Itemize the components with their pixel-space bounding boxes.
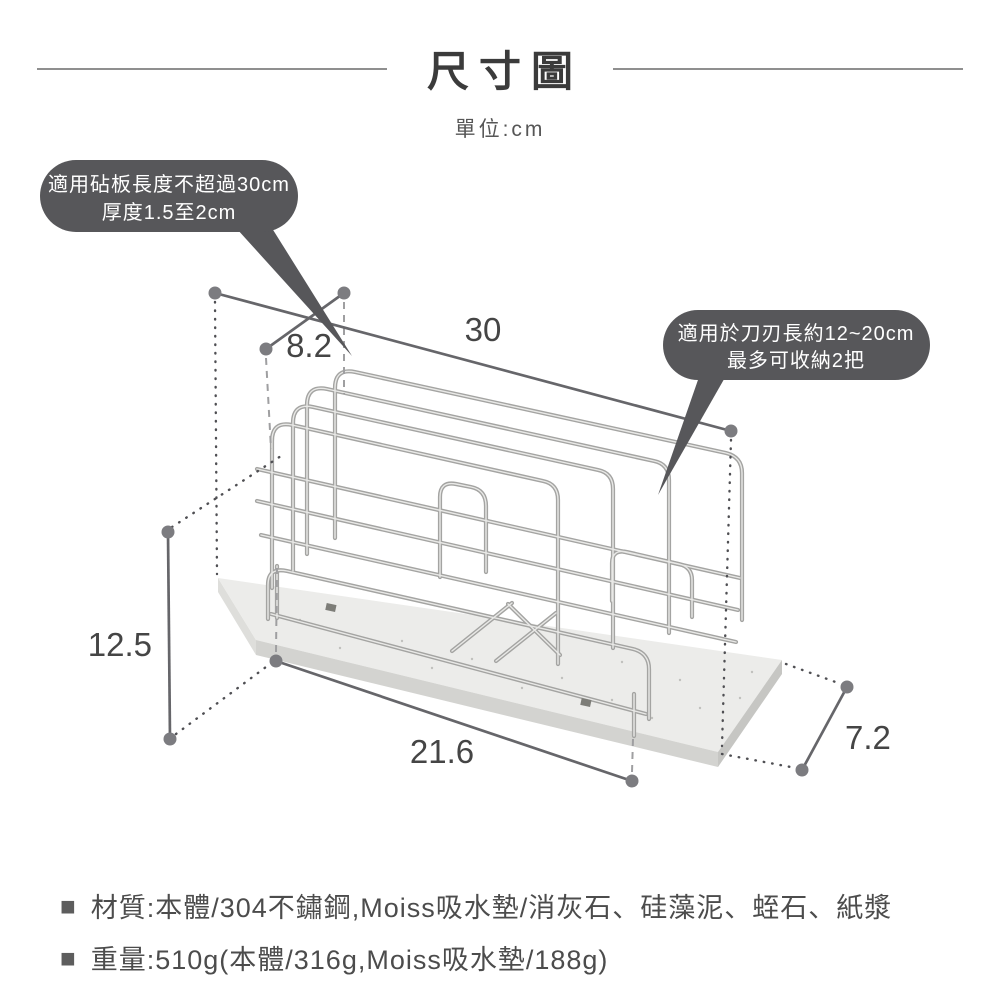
stone-pad-top-face <box>218 578 782 752</box>
dim-dot <box>840 680 854 694</box>
dim-dot <box>163 732 177 746</box>
dim-line-depth <box>265 291 345 351</box>
title-rule-right <box>613 67 963 70</box>
guide-dotted-base-depth-top <box>784 662 843 686</box>
dim-dot <box>724 424 738 438</box>
callout-board-line2: 厚度1.5至2cm <box>102 201 237 224</box>
dim-label-rack-width: 21.6 <box>410 733 474 770</box>
spec-bullet-material: ■ <box>60 890 76 921</box>
dim-label-depth: 8.2 <box>286 327 332 364</box>
dim-line-length <box>214 291 732 433</box>
stone-pad-front-face <box>256 640 718 767</box>
guide-dashed-depth-left <box>265 357 272 450</box>
rack-panel-4 <box>332 369 745 623</box>
dim-dot <box>795 763 809 777</box>
dim-dot <box>208 286 222 300</box>
dim-dot <box>625 774 639 788</box>
dim-line-base-depth <box>800 686 849 771</box>
callout-board: 適用砧板長度不超過30cm 厚度1.5至2cm <box>40 160 352 356</box>
dim-line-height <box>166 531 172 740</box>
fence-tab-left <box>325 603 337 612</box>
callout-board-bubble <box>40 160 298 232</box>
guide-dotted-top-left-vertical <box>213 300 219 576</box>
guide-dashed-width-right <box>631 738 634 773</box>
stone-pad-speckles <box>298 618 754 720</box>
unit-label: 單位:cm <box>454 118 546 141</box>
spec-row-weight: ■ 重量:510g(本體/316g,Moiss吸水墊/188g) <box>60 938 892 977</box>
stone-pad <box>218 578 782 767</box>
dim-label-height: 12.5 <box>88 626 152 663</box>
callout-knife-line1: 適用於刀刃長約12~20cm <box>678 322 915 345</box>
spec-list: ■ 材質:本體/304不鏽鋼,Moiss吸水墊/消灰石、硅藻泥、蛭石、紙漿 ■ … <box>60 886 892 990</box>
page-title: 尺寸圖 <box>426 50 583 96</box>
guide-dotted-length-vertical <box>720 438 733 748</box>
header: 尺寸圖 單位:cm <box>0 38 1000 143</box>
dimension-lines: 30 8.2 12.5 21.6 7.2 <box>88 286 891 788</box>
guide-dashed-width-left <box>275 567 278 653</box>
callout-knife: 適用於刀刃長約12~20cm 最多可收納2把 <box>658 310 930 495</box>
rack-handle <box>437 481 489 580</box>
guide-dotted-height-top <box>170 454 283 529</box>
dim-dot <box>259 342 273 356</box>
dim-line-rack-width <box>275 659 633 783</box>
callout-knife-line2: 最多可收納2把 <box>727 349 865 372</box>
stone-pad-left-face <box>218 578 256 655</box>
callout-board-line1: 適用砧板長度不超過30cm <box>48 173 290 196</box>
dim-dot <box>337 286 351 300</box>
spec-text-weight: 重量:510g(本體/316g,Moiss吸水墊/188g) <box>90 945 609 975</box>
spec-bullet-weight: ■ <box>60 942 76 973</box>
title-rule-left <box>36 67 387 70</box>
dim-dot <box>161 525 175 539</box>
callout-knife-bubble <box>663 310 930 380</box>
dimension-guides <box>170 300 843 773</box>
spec-text-material: 材質:本體/304不鏽鋼,Moiss吸水墊/消灰石、硅藻泥、蛭石、紙漿 <box>90 893 893 923</box>
callout-knife-tail <box>658 374 727 495</box>
stone-pad-right-face <box>718 660 782 767</box>
guide-dotted-base-depth-bottom <box>720 752 798 770</box>
spec-row-material: ■ 材質:本體/304不鏽鋼,Moiss吸水墊/消灰石、硅藻泥、蛭石、紙漿 <box>60 886 892 925</box>
fence-tab-right <box>580 698 592 707</box>
dim-label-base-depth: 7.2 <box>845 719 891 756</box>
dim-dot <box>269 654 283 668</box>
guide-dotted-height-bottom <box>174 662 272 736</box>
dim-label-length: 30 <box>465 311 502 348</box>
callout-board-tail <box>237 225 352 356</box>
